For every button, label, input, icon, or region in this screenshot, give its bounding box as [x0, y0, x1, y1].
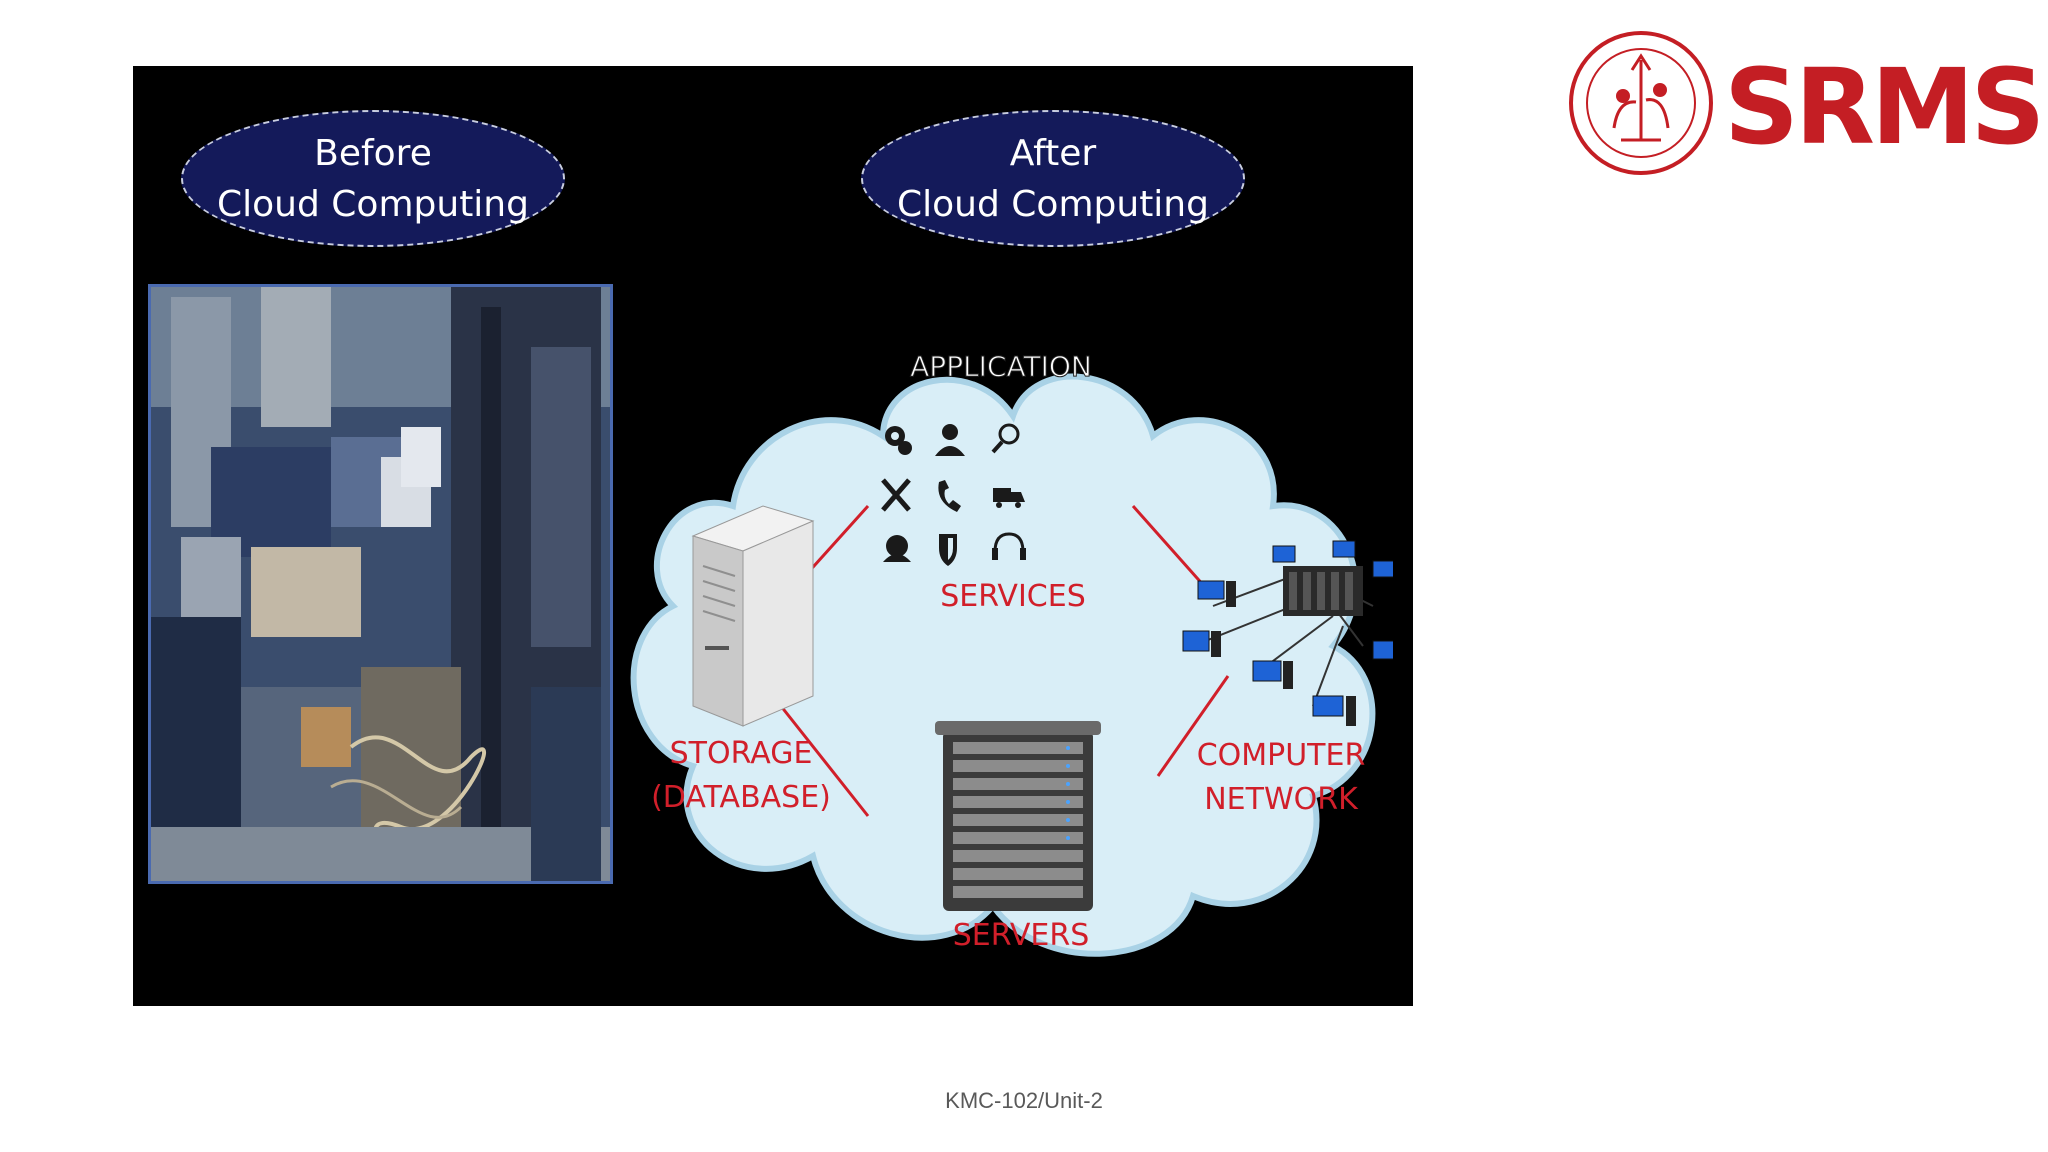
user-icon: [935, 424, 965, 456]
srms-wordmark: SRMS: [1724, 46, 2045, 168]
truck-icon: [993, 488, 1025, 508]
before-title-line1: Before: [314, 132, 432, 174]
shield-icon: [939, 534, 957, 566]
after-title-line2: Cloud Computing: [897, 183, 1209, 225]
services-label: SERVICES: [940, 579, 1086, 614]
network-hub: [1283, 566, 1363, 616]
storage-label-line1: STORAGE: [670, 736, 813, 771]
storage-label-line2: (DATABASE): [651, 780, 831, 815]
after-cloud-title-oval: After Cloud Computing: [861, 110, 1245, 247]
service-icons: [881, 423, 1026, 566]
before-cloud-title-oval: Before Cloud Computing: [181, 110, 565, 247]
search-icon: [991, 423, 1020, 454]
line-storage-servers: [771, 695, 870, 817]
cluttered-server-room-photo: [148, 284, 613, 884]
after-title-line1: After: [1009, 132, 1097, 174]
server-rack-icon: [935, 721, 1101, 911]
phone-icon: [938, 480, 961, 512]
line-servers-network: [1156, 675, 1230, 777]
cloud-architecture-diagram: APPLICATION: [630, 350, 1393, 957]
cloud-shape: [630, 373, 1376, 957]
application-label: APPLICATION: [910, 350, 1092, 383]
slide-footer: KMC-102/Unit-2: [945, 1088, 1103, 1113]
network-label-line2: NETWORK: [1204, 782, 1359, 817]
computer-network-icon: [1182, 540, 1393, 726]
servers-label: SERVERS: [953, 918, 1090, 953]
network-label-line1: COMPUTER: [1197, 738, 1366, 773]
srms-logo: SRMS: [1566, 30, 2045, 180]
before-title-line2: Cloud Computing: [217, 183, 529, 225]
storage-server-icon: [691, 505, 815, 727]
cloud-comparison-figure: Before Cloud Computing After Cloud Compu…: [133, 66, 1413, 1006]
gears-icon: [885, 426, 912, 455]
support-agent-icon: [883, 535, 911, 562]
tools-icon: [881, 478, 911, 512]
headset-icon: [992, 532, 1026, 560]
srms-seal-icon: [1569, 31, 1713, 175]
